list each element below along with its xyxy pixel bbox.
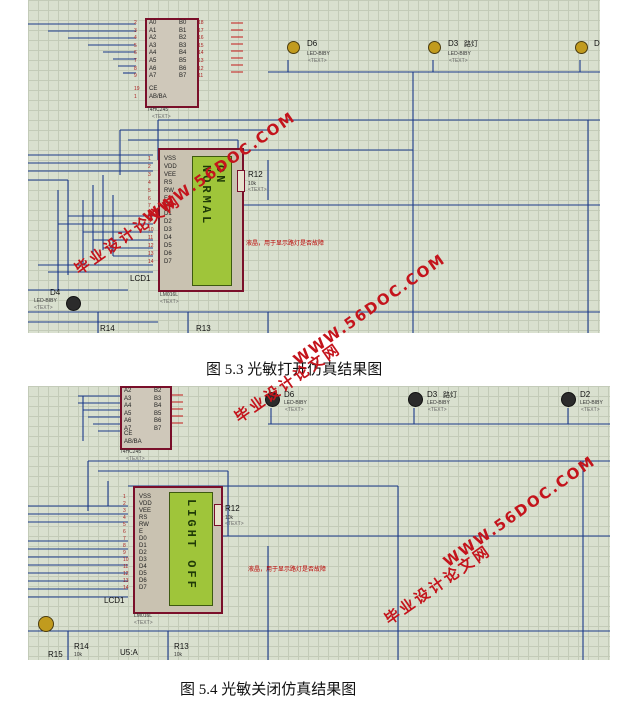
figure1-schematic: A0 A1 A2 A3 A4 A5 A6 A7 B0 B1 B2 B3 B4 B… [28, 0, 600, 333]
led-d4-text-tag: <TEXT> [34, 305, 53, 311]
buffer2-chip-text-tag: <TEXT> [126, 456, 145, 462]
resistor2-r12-value: 10k [225, 515, 234, 521]
led2-d6-model: LED-BIBY [284, 400, 307, 406]
led-d3 [428, 41, 441, 54]
lcd-model: LM016L [160, 292, 179, 298]
buffer-chip-name: 74HC245 [147, 107, 169, 113]
resistor-r12-ref: R12 [248, 170, 263, 179]
bottom-r14-value: 10k [74, 652, 83, 658]
led2-d3-extra: 路灯 [443, 392, 457, 399]
buffer-control-pin-numbers: 19 1 [134, 86, 140, 100]
led2-d3-text-tag: <TEXT> [428, 407, 447, 413]
bottom-u5a-ref: U5:A [120, 648, 138, 657]
bottom-r15-ref: R15 [48, 650, 63, 659]
buffer2-chip-name: 74HC245 [120, 449, 142, 455]
figure2-wires [28, 394, 610, 660]
led2-d6-ref: D6 [284, 390, 295, 399]
resistor-r12-value: 10k [248, 181, 257, 187]
buffer-control-pins: CE AB/BA [149, 86, 167, 100]
led-d4 [66, 296, 81, 311]
lcd-screen-2: LIGHT OFF [169, 492, 213, 606]
resistor2-r12-ref: R12 [225, 504, 240, 513]
lcd-screen: ON NORMAL [192, 156, 232, 286]
buffer-right-pin-numbers: 18 17 16 15 14 13 12 11 [198, 20, 204, 80]
led-d3-extra: 路灯 [464, 41, 478, 48]
led-d3-ref: D3 [448, 39, 459, 48]
led2-d6 [265, 392, 280, 407]
resistor-r12-text-tag: <TEXT> [248, 187, 267, 193]
figure1-wires [28, 22, 600, 333]
led2-d3-model: LED-BIBY [427, 400, 450, 406]
lcd2-ref: LCD1 [104, 596, 125, 605]
lcd-text-tag: <TEXT> [160, 299, 179, 305]
led-d6-model: LED-BIBY [307, 51, 330, 57]
led-d-partial-ref: D [594, 39, 600, 48]
lcd-annotation: 液晶，用于显示路灯是否故障 [246, 241, 325, 247]
led2-bottom-left [38, 616, 54, 632]
led-d3-text-tag: <TEXT> [449, 58, 468, 64]
lcd2-text-tag: <TEXT> [134, 620, 153, 626]
buffer-left-pin-labels: A0 A1 A2 A3 A4 A5 A6 A7 [149, 20, 157, 80]
bottom-r13-ref: R13 [174, 642, 189, 651]
lcd-ref: LCD1 [130, 274, 151, 283]
resistor-r12 [237, 170, 245, 192]
led-d3-model: LED-BIBY [448, 51, 471, 57]
resistor2-r12 [214, 504, 222, 526]
led2-d2 [561, 392, 576, 407]
buffer-left-pin-numbers: 2 3 4 5 6 7 8 9 [134, 20, 137, 80]
bottom-r13-value: 10k [174, 652, 183, 658]
led-d6-ref: D6 [307, 39, 318, 48]
led2-d6-text-tag: <TEXT> [285, 407, 304, 413]
led-d6 [287, 41, 300, 54]
lcd2-display-line1: LIGHT OFF [184, 499, 198, 591]
lcd-display-line2: NORMAL [199, 165, 213, 227]
lcd2-annotation: 液晶，用于显示路灯是否故障 [248, 567, 327, 573]
figure1-caption: 图 5.3 光敏打开仿真结果图 [206, 362, 383, 378]
figure2-caption: 图 5.4 光敏关闭仿真结果图 [180, 682, 357, 698]
buffer-chip-74hc245 [145, 18, 199, 108]
led2-d2-text-tag: <TEXT> [581, 407, 600, 413]
led2-d2-model: LED-BIBY [580, 400, 603, 406]
led-d4-model: LED-BIBY [34, 298, 57, 304]
resistor-r13-ref: R13 [196, 324, 211, 333]
bottom-r14-ref: R14 [74, 642, 89, 651]
lcd-display-line1: ON [213, 165, 227, 186]
buffer-chip-text-tag: <TEXT> [152, 114, 171, 120]
led2-d3-ref: D3 [427, 390, 438, 399]
resistor-r14-ref: R14 [100, 324, 115, 333]
led-d6-text-tag: <TEXT> [308, 58, 327, 64]
led2-d3 [408, 392, 423, 407]
led2-d2-ref: D2 [580, 390, 591, 399]
buffer-right-pin-labels: B0 B1 B2 B3 B4 B5 B6 B7 [179, 20, 187, 80]
lcd2-model: LM016L [134, 613, 153, 619]
resistor2-r12-text-tag: <TEXT> [225, 521, 244, 527]
buffer-chip-74hc245-2 [120, 386, 172, 450]
led-d4-ref: D4 [50, 288, 61, 297]
led-d-partial [575, 41, 588, 54]
